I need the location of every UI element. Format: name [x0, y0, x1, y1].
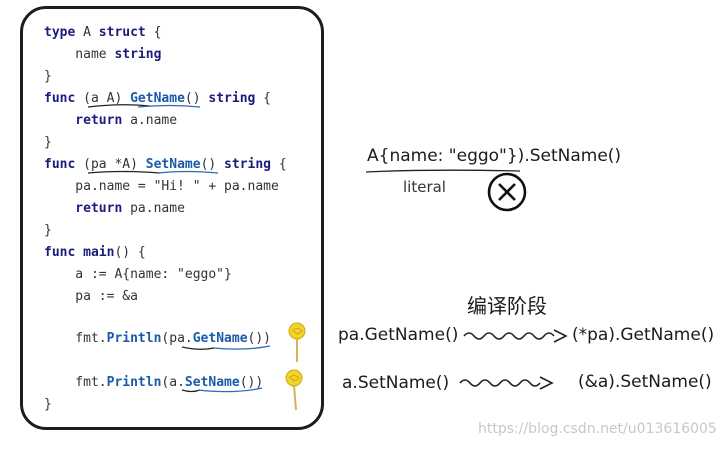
- underline-literal: [365, 169, 521, 173]
- literal-label: literal: [403, 178, 446, 196]
- squiggle-arrow-icon-1: [463, 329, 568, 343]
- code-line-7: func (pa *A) SetName() string {: [44, 157, 287, 172]
- underline-pa-call: [181, 346, 215, 350]
- code-line-8: pa.name = "Hi! " + pa.name: [44, 179, 279, 194]
- squiggle-arrow-icon-2: [459, 376, 554, 390]
- lollipop-icon-2: [285, 369, 303, 411]
- code-card: type A struct { name string } func (a A)…: [20, 6, 324, 430]
- code-line-6: }: [44, 135, 52, 150]
- code-line-14: fmt.Println(pa.GetName()): [44, 331, 272, 346]
- code-line-2: name string: [44, 47, 162, 62]
- code-line-3: }: [44, 69, 52, 84]
- row1-left: pa.GetName(): [338, 325, 459, 345]
- code-line-12: a := A{name: "eggo"}: [44, 267, 232, 282]
- underline-getname-def: [137, 104, 201, 108]
- watermark: https://blog.csdn.net/u013616005: [478, 421, 717, 437]
- underline-getname-call: [213, 345, 271, 350]
- code-line-10: }: [44, 223, 52, 238]
- lollipop-icon-1: [288, 322, 306, 362]
- underline-a-call: [181, 389, 201, 393]
- literal-expression: A{name: "eggo"}).SetName(): [367, 146, 622, 166]
- row1-right: (*pa).GetName(): [572, 325, 715, 345]
- underline-receiver-a: [87, 104, 151, 108]
- circle-x-icon: [487, 172, 527, 212]
- code-line-11: func main() {: [44, 245, 146, 260]
- code-line-5: return a.name: [44, 113, 178, 128]
- underline-setname-call: [197, 387, 263, 393]
- underline-receiver-pa: [87, 170, 161, 174]
- code-line-15: fmt.Println(a.SetName()): [44, 375, 264, 390]
- row2-right: (&a).SetName(): [578, 372, 712, 392]
- code-line-9: return pa.name: [44, 201, 185, 216]
- code-line-1: type A struct {: [44, 25, 162, 40]
- code-line-13: pa := &a: [44, 289, 138, 304]
- row2-left: a.SetName(): [342, 373, 450, 393]
- code-line-4: func (a A) GetName() string {: [44, 91, 272, 106]
- underline-setname-def: [157, 170, 219, 174]
- compile-stage-title: 编译阶段: [467, 294, 547, 318]
- code-line-16: }: [44, 397, 52, 412]
